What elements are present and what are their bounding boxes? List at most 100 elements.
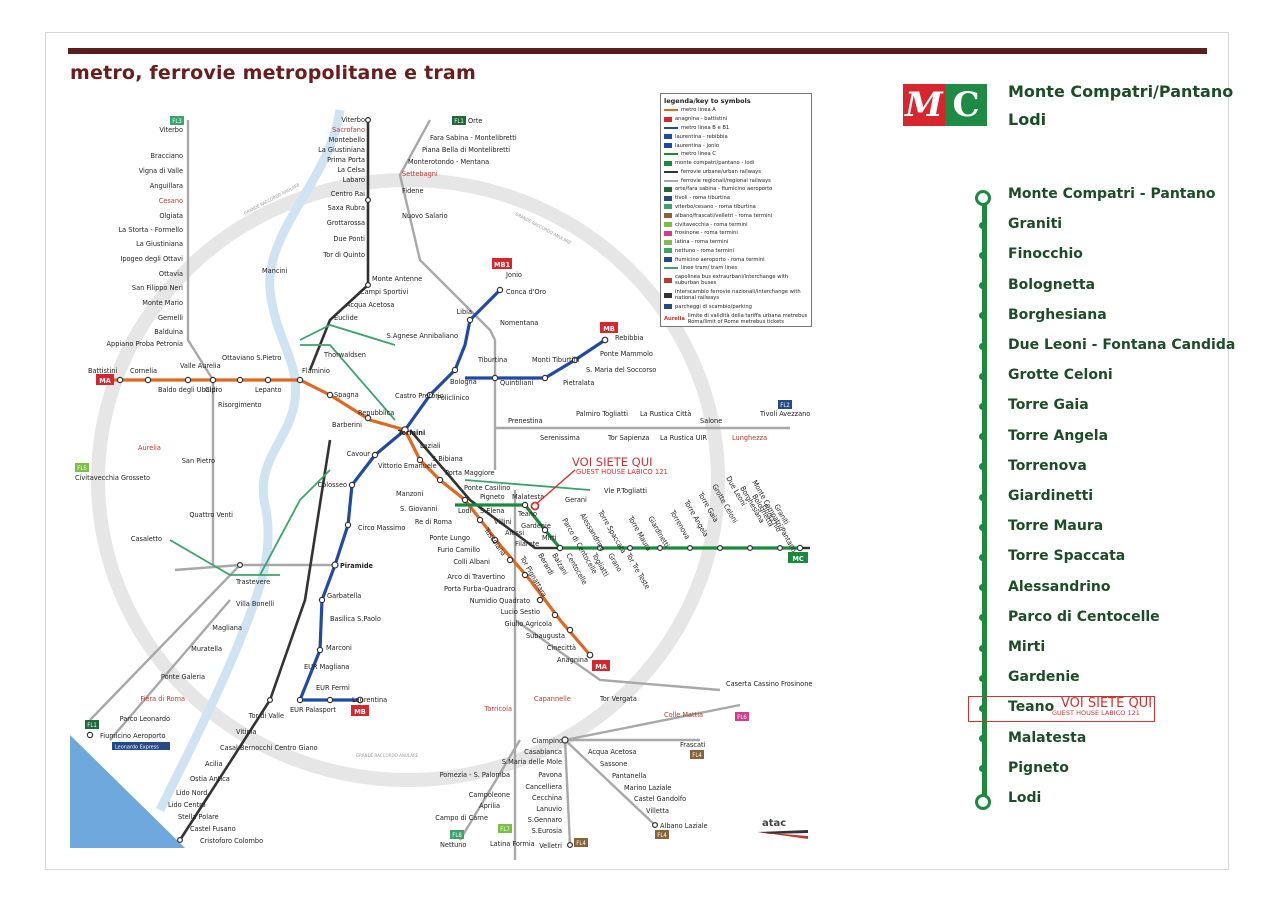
label-palmiro-togliatti: Palmiro Togliatti xyxy=(576,409,628,418)
sea xyxy=(70,735,185,848)
label-pavona: Pavona xyxy=(538,770,562,779)
label-ottaviano: Ottaviano S.Pietro xyxy=(222,353,281,362)
legend-item: laurentina - jonio xyxy=(661,141,811,150)
badge-fl6: FL6 xyxy=(737,714,747,721)
label-grottarossa: Grottarossa xyxy=(327,218,365,227)
label-cipro: Cipro xyxy=(205,385,222,394)
label-villetta: Villetta xyxy=(646,806,669,815)
label-casabianca: Casabianca xyxy=(524,747,562,756)
station-marker xyxy=(979,704,986,712)
station-marker xyxy=(979,342,986,350)
label-vle-togliatti: Vle P.Togliatti xyxy=(604,486,647,495)
label-acqua-acetosa-s: Acqua Acetosa xyxy=(588,747,636,756)
label-fidene: Fidene xyxy=(402,186,423,195)
station-marker xyxy=(979,553,986,561)
you-are-here-label: VOI SIETE QUI xyxy=(1061,696,1153,711)
legend-item: viterbo/cesano - roma tiburtina xyxy=(661,203,811,212)
label-viterbo-n: Viterbo xyxy=(341,115,365,124)
label-jonio: Jonio xyxy=(505,270,522,279)
station-marker xyxy=(979,372,986,380)
label-s-agnese: S.Agnese Annibaliano xyxy=(387,331,458,340)
metro-c-logo: M C xyxy=(903,84,987,126)
legend-item: orte/fara sabina - fiumicino aeroporto xyxy=(661,185,811,194)
label-re-di-roma: Re di Roma xyxy=(415,517,452,526)
badge-fl5: FL5 xyxy=(77,465,87,472)
label-filarete: Filarete xyxy=(515,539,539,548)
label-marconi: Marconi xyxy=(326,643,352,652)
label-due-ponti: Due Ponti xyxy=(333,234,365,243)
station-label: Lodi xyxy=(1008,790,1042,806)
label-sacrofano: Sacrofano xyxy=(332,125,365,134)
label-frascati: Frascati xyxy=(680,740,706,749)
label-s-eurosia: S.Eurosia xyxy=(532,826,562,835)
station-marker xyxy=(979,402,986,410)
station-label: Torre Gaia xyxy=(1008,397,1089,414)
label-sassone: Sassone xyxy=(600,759,627,768)
badge-fl2: FL2 xyxy=(780,402,790,409)
label-quattro-venti: Quattro Venti xyxy=(189,510,233,519)
label-cinecitta: Cinecittà xyxy=(547,643,576,652)
label-montebello: Montebello xyxy=(329,135,365,144)
station-marker xyxy=(979,674,986,682)
label-cesano: Cesano xyxy=(159,196,183,205)
label-lido-centro: Lido Centro xyxy=(168,800,206,809)
label-vittorio: Vittorio Emanuele xyxy=(378,461,437,470)
legend-item: linee tram/ tram lines xyxy=(661,264,811,273)
label-monterotondo: Monterotondo - Mentana xyxy=(408,157,489,166)
label-caserta: Caserta Cassino Frosinone xyxy=(726,679,812,688)
station-marker xyxy=(979,463,986,471)
badge-b-south: MB xyxy=(354,707,366,716)
label-nomentana: Nomentana xyxy=(500,318,538,327)
label-pantanella: Pantanella xyxy=(612,771,646,780)
label-bologna: Bologna xyxy=(450,377,477,386)
label-circo-massimo: Circo Massimo xyxy=(358,523,405,532)
station-marker xyxy=(979,584,986,592)
label-ponte-galeria: Ponte Galeria xyxy=(161,672,205,681)
label-la-celsa: La Celsa xyxy=(337,165,365,174)
station-label: Torrenova xyxy=(1008,457,1087,474)
label-bracciano: Bracciano xyxy=(151,151,183,160)
badge-fl4-albano: FL4 xyxy=(657,832,667,839)
terminus-2: Lodi xyxy=(1008,110,1047,129)
label-lido-nord: Lido Nord xyxy=(176,788,207,797)
label-ostia-antica: Ostia Antica xyxy=(190,774,230,783)
station-label: Malatesta xyxy=(1008,729,1087,746)
station-label: Gardenie xyxy=(1008,669,1080,686)
station-marker xyxy=(979,282,986,290)
station-marker xyxy=(979,765,986,773)
label-velletri: Velletri xyxy=(539,841,562,850)
label-eur-magliana: EUR Magliana xyxy=(304,662,349,671)
legend-item: metro linea B e B1 xyxy=(661,124,811,133)
line-c-icon: C xyxy=(945,84,987,126)
station-label: Torre Maura xyxy=(1008,518,1104,535)
legend-item: civitavecchia - roma termini xyxy=(661,220,811,229)
label-piramide: Piramide xyxy=(340,561,374,570)
label-s-gennaro: S.Gennaro xyxy=(528,815,562,824)
label-gemelli: Gemelli xyxy=(158,313,183,322)
legend-item: metro linea C xyxy=(661,150,811,159)
label-serenissima: Serenissima xyxy=(540,433,580,442)
station-label: Pigneto xyxy=(1008,759,1069,776)
legend-box: legenda/key to symbols metro linea A ana… xyxy=(660,93,812,327)
label-olgiata: Olgiata xyxy=(159,211,183,220)
you-are-here-box xyxy=(968,696,1155,722)
label-rebibbia: Rebibbia xyxy=(615,333,643,342)
label-settebagni: Settebagni xyxy=(402,169,438,178)
label-capannelle: Capannelle xyxy=(534,694,571,703)
label-trastevere: Trastevere xyxy=(235,577,270,586)
legend-title: legenda/key to symbols xyxy=(664,97,751,105)
label-tiburtina: Tiburtina xyxy=(477,355,507,364)
label-porta-maggiore: Porta Maggiore xyxy=(445,468,495,477)
station-label: Parco di Centocelle xyxy=(1008,608,1160,625)
station-marker xyxy=(979,221,986,229)
label-la-giustiniana-n: La Giustiniana xyxy=(318,145,365,154)
label-colle-mattia: Colle Mattia xyxy=(664,710,703,719)
label-libia: Libia xyxy=(457,307,473,316)
label-ring-road-s: GRANDE RACCORDO ANULARE xyxy=(356,753,419,759)
station-label: Graniti xyxy=(1008,216,1063,233)
label-san-pietro: San Pietro xyxy=(182,456,215,465)
label-villini: Villini xyxy=(494,517,512,526)
station-label: Alessandrino xyxy=(1008,578,1111,595)
